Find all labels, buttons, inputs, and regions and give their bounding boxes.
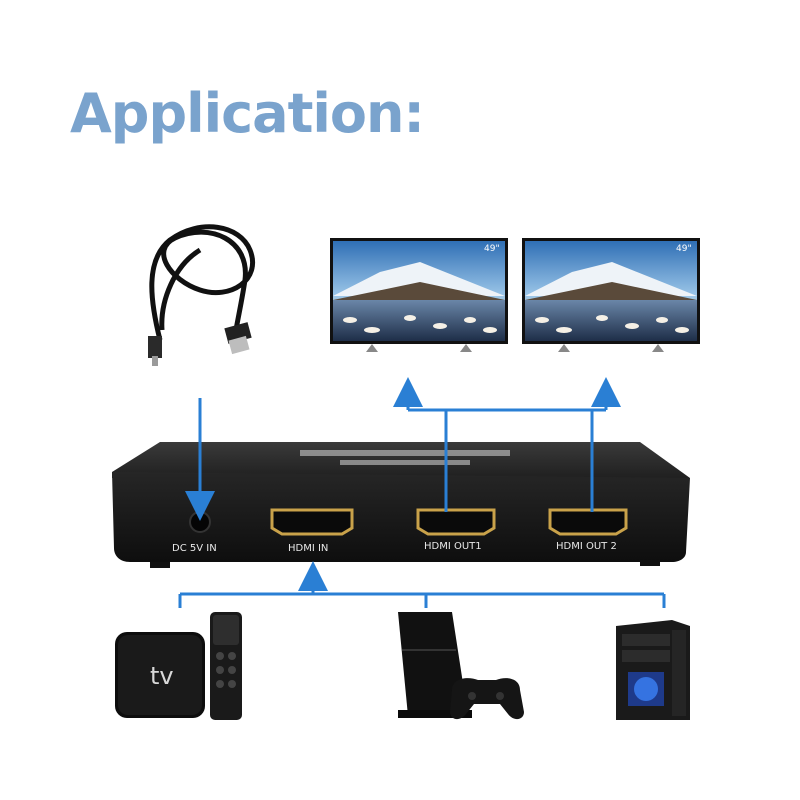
apple-tv-label: tv	[150, 662, 174, 690]
dc-in-label: DC 5V IN	[172, 543, 217, 554]
pc-tower-icon	[616, 620, 690, 720]
usb-power-cable-icon	[148, 224, 255, 366]
application-heading: Application:	[70, 82, 425, 145]
hdmi-in-port	[270, 508, 354, 536]
hdmi-out1-label: HDMI OUT1	[424, 541, 482, 552]
game-controller-icon	[450, 678, 524, 720]
display-2-size-label: 49"	[676, 244, 692, 254]
apple-tv-icon: tv	[115, 632, 205, 718]
hdmi-out2-port	[548, 508, 628, 536]
connection-arrows	[178, 377, 666, 608]
display-1-size-label: 49"	[484, 244, 500, 254]
hdmi-out1-port	[416, 508, 496, 536]
hdmi-out2-label: HDMI OUT 2	[556, 541, 617, 552]
display-2: 49"	[522, 238, 700, 352]
remote-control-icon	[210, 612, 242, 720]
hdmi-in-label: HDMI IN	[288, 543, 328, 554]
display-1: 49"	[330, 238, 508, 352]
dc-jack-port	[189, 511, 211, 533]
game-console-icon	[398, 612, 472, 718]
hdmi-splitter-device: DC 5V IN HDMI IN HDMI OUT1 HDMI OUT 2	[112, 442, 690, 568]
